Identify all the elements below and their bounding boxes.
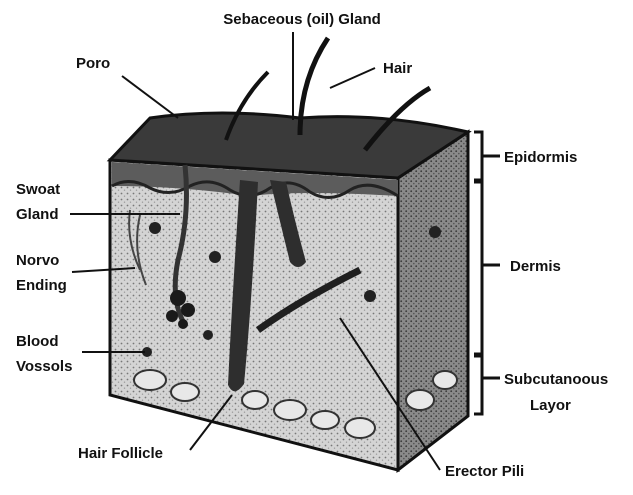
bracket-epidermis xyxy=(474,132,500,180)
label-nerve-line2: Ending xyxy=(16,277,67,294)
label-subcutaneous-line1: Subcutanoous xyxy=(504,371,608,388)
label-sweat-line2: Gland xyxy=(16,206,59,223)
label-pore: Poro xyxy=(76,55,110,72)
bracket-dermis xyxy=(474,182,500,354)
side-face xyxy=(398,132,468,470)
label-dermis: Dermis xyxy=(510,258,561,275)
label-follicle: Hair Follicle xyxy=(78,445,163,462)
label-blood-line2: Vossols xyxy=(16,358,72,375)
bracket-subcutaneous xyxy=(474,356,500,414)
label-epidermis: Epidormis xyxy=(504,149,577,166)
skin-block xyxy=(110,38,468,470)
label-sweat-line1: Swoat xyxy=(16,181,60,198)
label-erector: Erector Pili xyxy=(445,463,524,480)
label-blood-line1: Blood xyxy=(16,333,59,350)
leader-pore xyxy=(122,76,178,118)
label-subcutaneous-line2: Layor xyxy=(530,397,571,414)
label-hair: Hair xyxy=(383,60,412,77)
label-sebaceous: Sebaceous (oil) Gland xyxy=(223,11,381,28)
leader-hair xyxy=(330,68,375,88)
label-nerve-line1: Norvo xyxy=(16,252,59,269)
